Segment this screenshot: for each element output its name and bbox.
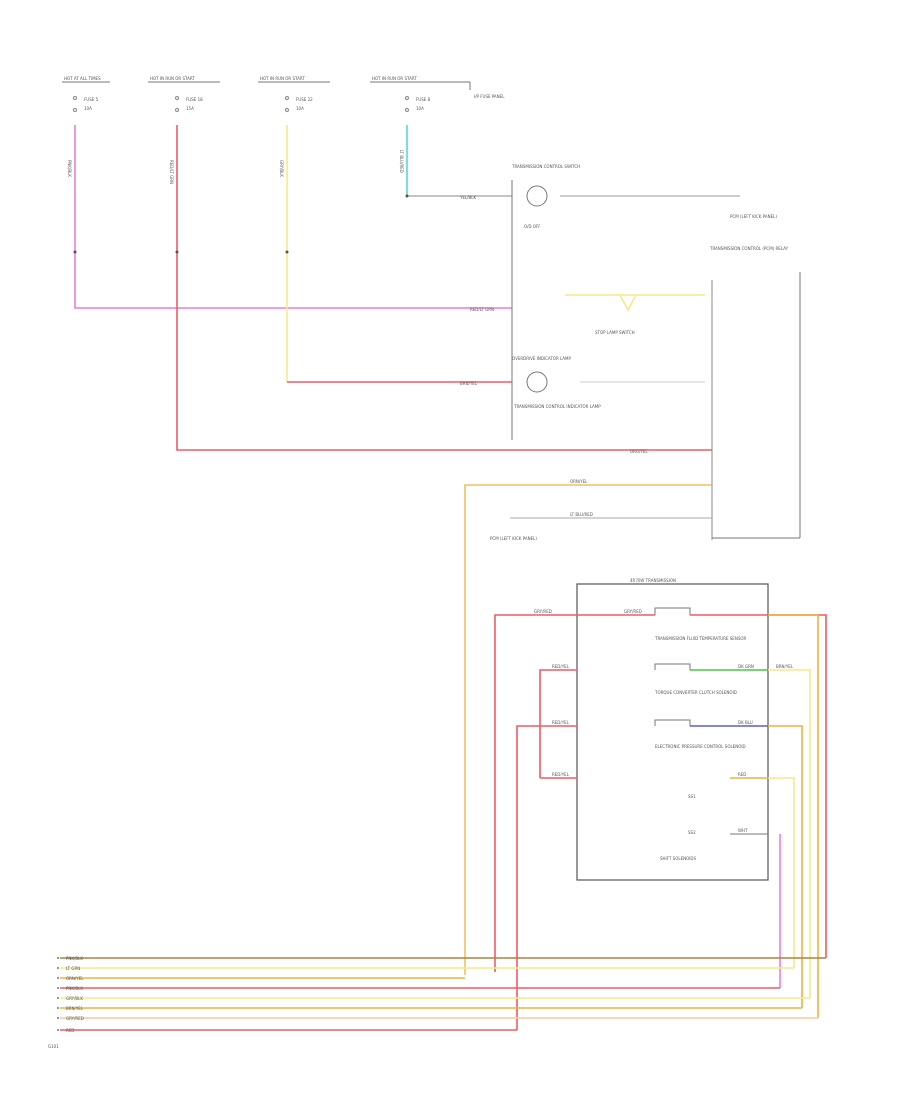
fuse-header-labels: HOT AT ALL TIMES HOT IN RUN OR START HOT… xyxy=(64,76,505,99)
wire-label-mid-5: ORN/YEL xyxy=(570,479,588,484)
bus-label-2: LT GRN xyxy=(66,966,80,971)
wire-label-pink: PNK/BLK xyxy=(67,160,72,177)
fuse-panel-note: I/P FUSE PANEL xyxy=(474,94,505,99)
bus-label-5: GRY/BLK xyxy=(66,996,83,1001)
upper-wire-labels: PNK/BLK RED/LT GRN GRY/BLK LT BLU/RED YE… xyxy=(67,150,648,454)
wire-pink xyxy=(74,125,512,309)
box-right-label-4: RED xyxy=(738,772,746,777)
sol-2-label: TORQUE CONVERTER CLUTCH SOLENOID xyxy=(654,690,737,695)
wire-label-mid-3: BRN/YEL xyxy=(460,381,478,386)
indicator-lamp-label: OVERDRIVE INDICATOR LAMP xyxy=(512,356,571,361)
bus-label-4: PNK/BLK xyxy=(66,986,83,991)
sol-b-label: SS2 xyxy=(688,830,696,835)
pcm-bottom-label: PCM (LEFT KICK PANEL) xyxy=(490,536,537,541)
fuse-label-1: HOT AT ALL TIMES xyxy=(64,76,101,81)
fuse-name-3: FUSE 22 xyxy=(296,97,313,102)
pcm-top-label: PCM (LEFT KICK PANEL) xyxy=(730,214,777,219)
wire-red xyxy=(176,125,712,451)
junction-dots xyxy=(73,194,409,254)
wire-label-yellow: GRY/BLK xyxy=(279,160,284,177)
box-internals xyxy=(654,607,691,726)
indicator-desc-label: TRANSMISSION CONTROL INDICATOR LAMP xyxy=(513,404,601,409)
trans-control-labels: TRANSMISSION CONTROL SWITCH O/D OFF OVER… xyxy=(490,164,789,541)
transmission-box xyxy=(576,583,769,881)
fuse-name-4: FUSE 8 xyxy=(416,97,431,102)
wire-label-cyan: LT BLU/RED xyxy=(399,150,404,173)
wire-label-mid-6: LT BLU/RED xyxy=(570,512,593,517)
bus-label-7: GRY/RED xyxy=(66,1016,84,1021)
shift-solenoids-label: SHIFT SOLENOIDS xyxy=(660,856,697,861)
bus-label-3: ORN/YEL xyxy=(66,976,84,981)
box-right-exit-wires xyxy=(768,614,827,1018)
box-right-label-6: BRN/YEL xyxy=(776,664,794,669)
fuse-amp-3: 10A xyxy=(296,106,304,111)
box-inner-right-wires xyxy=(690,614,768,835)
fuse-header xyxy=(62,81,471,90)
fuse-label-3: HOT IN RUN OR START xyxy=(260,76,305,81)
box-right-labels: GRY/RED DK GRN DK BLU RED WHT BRN/YEL xyxy=(624,609,794,833)
wire-label-mid-1: YEL/BLK xyxy=(459,195,477,200)
lamp-label: O/D OFF xyxy=(524,224,541,229)
box-left-label-1: GRY/RED xyxy=(534,609,552,614)
wire-label-mid-4: ORG/YEL xyxy=(630,449,648,454)
bus-labels: PNK/BLK LT GRN ORN/YEL PNK/BLK GRY/BLK B… xyxy=(48,956,84,1049)
brake-switch-label: STOP LAMP SWITCH xyxy=(595,330,635,335)
box-left-label-3: RED/YEL xyxy=(552,720,570,725)
wire-cyan xyxy=(406,125,512,197)
fuse-name-2: FUSE 18 xyxy=(186,97,203,102)
box-left-label-4: RED/YEL xyxy=(552,772,570,777)
sol-a-label: SS1 xyxy=(688,794,696,799)
bus-label-1: PNK/BLK xyxy=(66,956,83,961)
wire-orange-mid xyxy=(464,484,712,975)
box-left-labels: GRY/RED RED/YEL RED/YEL RED/YEL xyxy=(534,609,570,777)
box-left-label-2: RED/YEL xyxy=(552,664,570,669)
bus-label-8: RED xyxy=(66,1028,74,1033)
ground-label: G101 xyxy=(48,1044,59,1049)
bus-left-terminals xyxy=(57,957,59,1031)
fuse-texts: FUSE 5 10A FUSE 18 15A FUSE 22 10A FUSE … xyxy=(84,97,431,111)
fuse-amp-1: 10A xyxy=(84,106,92,111)
fuses xyxy=(73,96,409,112)
trans-control-switch-label: TRANSMISSION CONTROL SWITCH xyxy=(511,164,580,169)
fuse-amp-4: 10A xyxy=(416,106,424,111)
lower-mid-labels: ORN/YEL LT BLU/RED xyxy=(570,479,593,517)
bus-label-6: BRN/YEL xyxy=(66,1006,84,1011)
fuse-name-1: FUSE 5 xyxy=(84,97,99,102)
box-right-label-5: WHT xyxy=(738,828,748,833)
wire-label-red: RED/LT GRN xyxy=(169,160,174,184)
wire-label-mid-2: RED/LT GRN xyxy=(470,307,494,312)
fuse-label-2: HOT IN RUN OR START xyxy=(150,76,195,81)
box-right-label-3: DK BLU xyxy=(738,720,753,725)
box-right-label-1: GRY/RED xyxy=(624,609,642,614)
bottom-bus xyxy=(60,957,826,1031)
fuse-label-4: HOT IN RUN OR START xyxy=(372,76,417,81)
sol-1-label: TRANSMISSION FLUID TEMPERATURE SENSOR xyxy=(654,636,747,641)
trans-control-area xyxy=(511,180,801,540)
box-right-label-2: DK GRN xyxy=(738,664,754,669)
fuse-amp-2: 15A xyxy=(186,106,194,111)
transmission-box-title: 4R70W TRANSMISSION xyxy=(630,578,676,583)
pcm-right-label: TRANSMISSION CONTROL (PCM) RELAY xyxy=(709,246,789,251)
box-internal-labels: TRANSMISSION FLUID TEMPERATURE SENSOR TO… xyxy=(654,636,747,861)
box-left-wires xyxy=(494,614,655,1030)
sol-3-label: ELECTRONIC PRESSURE CONTROL SOLENOID xyxy=(655,744,746,749)
